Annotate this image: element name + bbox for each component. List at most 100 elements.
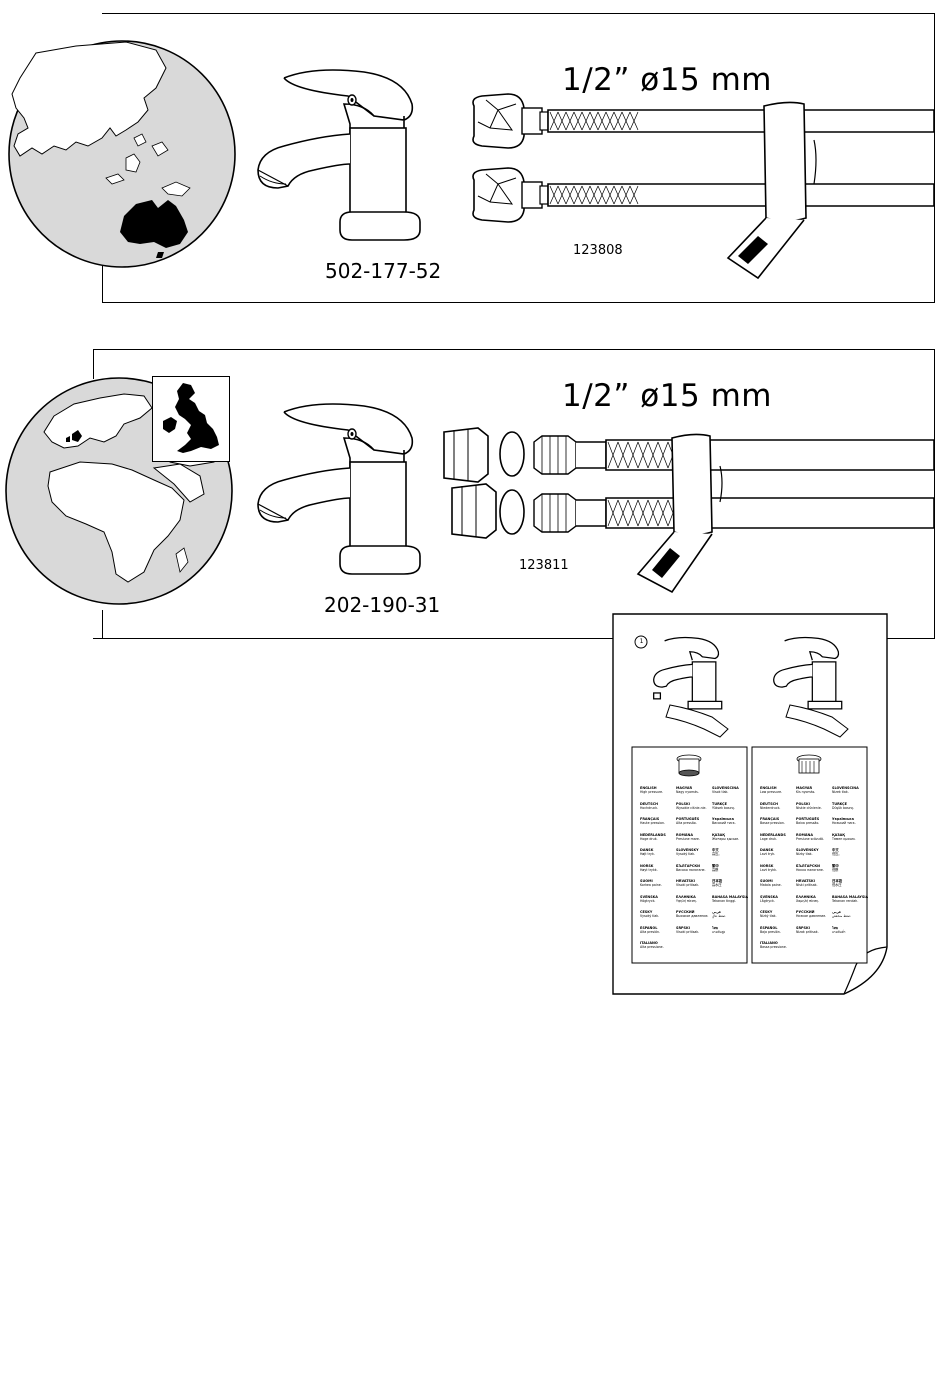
booklet-language-name: ไทย: [832, 925, 838, 930]
booklet-language-text: ضغط عالٍ: [712, 914, 726, 918]
booklet-language-name: NORSK: [640, 863, 654, 868]
booklet-language-text: 高壓: [712, 867, 719, 872]
booklet-language-text: Ниско налягане.: [796, 867, 824, 872]
booklet-language-name: SUOMI: [640, 879, 653, 883]
booklet-language-name: SUOMI: [760, 879, 773, 883]
booklet-language-name: TÜRKÇE: [712, 801, 727, 806]
booklet-language-text: Lavt trykk.: [760, 867, 778, 872]
booklet-language-text: Basse pression.: [760, 821, 785, 825]
booklet-language-text: Baja presión.: [760, 929, 781, 934]
booklet-language-name: SLOVENŠČINA: [712, 786, 739, 790]
booklet-language-name: FRANÇAIS: [640, 817, 660, 821]
booklet-language-name: РУССКИЙ: [796, 910, 815, 914]
booklet-language-text: Niederdruck.: [760, 805, 781, 810]
booklet-language-text: Жоғары қысым.: [712, 836, 739, 841]
booklet-language-name: ENGLISH: [760, 786, 777, 790]
booklet-language-text: Lavt tryk.: [760, 852, 776, 856]
booklet-language-text: Tekanan tinggi.: [712, 898, 737, 903]
booklet-language-name: PORTUGUÊS: [796, 817, 820, 821]
booklet-language-text: Matala paine.: [760, 883, 782, 887]
booklet-language-text: Низький тиск.: [832, 821, 856, 825]
booklet-language-name: 中文: [832, 848, 839, 852]
booklet-language-name: NEDERLANDS: [760, 832, 786, 837]
booklet-language-name: SRPSKI: [676, 925, 690, 930]
booklet-language-cell: ไทยแรงดันต่ำ: [832, 926, 868, 942]
booklet-language-text: Υψηλή πίεση.: [676, 898, 697, 903]
booklet-language-text: Visok tlak.: [712, 790, 729, 794]
booklet-language-text: Hochdruck.: [640, 805, 659, 810]
booklet-language-name: DANSK: [640, 848, 654, 852]
booklet-language-name: MAGYAR: [676, 786, 693, 790]
booklet-language-name: 日本語: [832, 879, 843, 883]
booklet-language-name: SLOVENŠČINA: [832, 786, 859, 790]
booklet-language-text: Korkea paine.: [640, 883, 662, 887]
booklet-language-name: PORTUGUÊS: [676, 817, 700, 821]
booklet-language-text: Nizak pritisak.: [796, 929, 819, 934]
booklet-language-text: Haute pression.: [640, 821, 666, 825]
booklet-language-name: DANSK: [760, 848, 774, 852]
booklet-language-name: SRPSKI: [796, 925, 810, 930]
booklet-language-text: Lågtryck.: [760, 898, 775, 903]
booklet-language-text: Høyt trykk.: [640, 867, 658, 872]
booklet-language-text: Low pressure.: [760, 790, 783, 794]
booklet-language-name: عربي: [832, 910, 842, 914]
booklet-language-name: БЪЛГАРСКИ: [796, 863, 820, 868]
booklet-language-text: Hoge druk.: [640, 836, 658, 841]
booklet-language-name: ҚАЗАҚ: [832, 832, 845, 837]
booklet-language-name: ESPAÑOL: [760, 925, 778, 930]
faucet-article-number: 202-190-31: [324, 593, 441, 617]
booklet-language-text: Baixa pressão.: [796, 821, 820, 825]
booklet-language-text: Visoki pritisak.: [676, 929, 700, 934]
panel-australia-left-edge: [102, 236, 103, 302]
booklet-language-text: Vysoký tlak.: [676, 852, 696, 856]
booklet-language-text: Presiune scăzută.: [796, 836, 824, 841]
booklet-language-cell: 中文低压。: [832, 848, 868, 864]
booklet-language-name: عربي: [712, 910, 722, 914]
booklet-language-name: ČESKY: [760, 910, 773, 914]
booklet-language-name: BAHASA MALAYSIA: [712, 894, 748, 899]
booklet-language-text: Високо налягане.: [676, 867, 706, 872]
booklet-language-name: MAGYAR: [796, 786, 813, 790]
booklet-language-name: SLOVENSKY: [676, 848, 699, 852]
booklet-language-text: Alta pressão.: [676, 821, 697, 825]
size-label: 1/2” ø15 mm: [562, 62, 772, 98]
booklet-language-name: SVENSKA: [640, 894, 658, 899]
booklet-language-cell: 日本語低水圧: [832, 879, 868, 895]
booklet-language-text: Niskie ciśnienie.: [796, 805, 822, 810]
booklet-language-cell: [796, 941, 832, 957]
booklet-language-name: ΕΛΛΗΝΙΚΑ: [796, 894, 816, 899]
booklet-language-name: POLSKI: [796, 801, 810, 806]
